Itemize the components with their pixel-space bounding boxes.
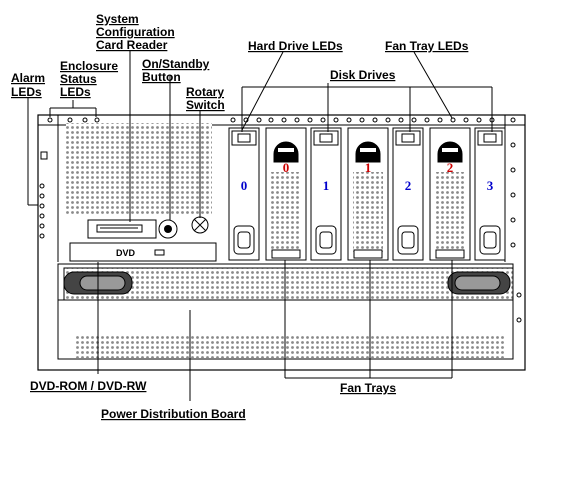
drive-bays: 0 1 2 3 0 1 2 — [228, 127, 506, 261]
label-fan-trays: Fan Trays — [340, 381, 396, 395]
label-power-distribution-board: Power Distribution Board — [101, 407, 246, 421]
disk-slot-number: 3 — [487, 178, 494, 193]
label-hard-drive-leds: Hard Drive LEDs — [248, 39, 343, 53]
disk-drive-bay: 0 — [228, 127, 260, 261]
alarm-led-column — [39, 151, 48, 239]
rotary-switch — [191, 216, 209, 234]
card-reader — [87, 219, 157, 239]
label-system-config-card-reader: System Configuration Card Reader — [96, 12, 175, 52]
label-alarm-leds: Alarm LEDs — [11, 71, 45, 99]
fan-slot-number: 2 — [447, 160, 454, 175]
label-on-standby-button: On/Standby Button — [142, 57, 210, 84]
chassis-screws — [47, 117, 516, 248]
disk-drive-bay: 1 — [310, 127, 342, 261]
label-card-reader-line1: System — [96, 12, 139, 26]
label-enclosure-status-leds: Enclosure Status LEDs — [60, 59, 118, 99]
disk-slot-number: 2 — [405, 178, 412, 193]
leader-lines — [27, 51, 493, 401]
label-disk-drives: Disk Drives — [330, 68, 396, 82]
label-card-reader-line2: Configuration — [96, 25, 175, 39]
fan-tray-bay: 1 — [347, 127, 389, 261]
fan-slot-number: 1 — [365, 160, 372, 175]
label-card-reader-line3: Card Reader — [96, 38, 168, 52]
label-enclosure-line1: Enclosure — [60, 59, 118, 73]
label-on-standby-line1: On/Standby — [142, 57, 210, 71]
label-enclosure-line3: LEDs — [60, 85, 91, 99]
label-dvd-rom-rw: DVD-ROM / DVD-RW — [30, 379, 147, 393]
on-standby-button — [158, 219, 178, 239]
label-rotary-switch: Rotary Switch — [186, 85, 225, 112]
dvd-logo: DVD — [116, 248, 136, 258]
label-fan-tray-leds: Fan Tray LEDs — [385, 39, 469, 53]
label-alarm-leds-line2: LEDs — [11, 85, 42, 99]
disk-slot-number: 1 — [323, 178, 330, 193]
fan-slot-number: 0 — [283, 160, 290, 175]
label-rotary-line1: Rotary — [186, 85, 224, 99]
fan-tray-bay: 0 — [265, 127, 307, 261]
dvd-drive: DVD — [69, 242, 217, 262]
label-rotary-line2: Switch — [186, 98, 225, 112]
label-enclosure-line2: Status — [60, 72, 97, 86]
disk-slot-number: 0 — [241, 178, 248, 193]
label-on-standby-line2: Button — [142, 70, 181, 84]
fan-tray-bay: 2 — [429, 127, 471, 261]
label-alarm-leds-line1: Alarm — [11, 71, 45, 85]
disk-drive-bay: 2 — [392, 127, 424, 261]
disk-drive-bay: 3 — [474, 127, 506, 261]
left-vent-grill — [66, 123, 212, 216]
